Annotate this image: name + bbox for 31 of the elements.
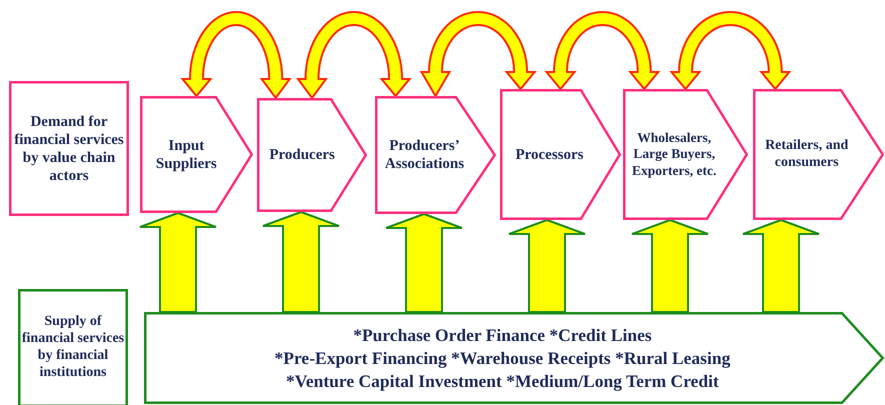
node-label: Producers xyxy=(269,146,335,164)
chevron-box xyxy=(375,96,496,214)
text-box xyxy=(18,289,128,405)
curved-arrow xyxy=(420,11,536,97)
block-arrow xyxy=(139,212,217,313)
node-label: *Venture Capital Investment *Medium/Long Term Credit xyxy=(286,370,719,392)
block-arrow xyxy=(742,218,820,313)
block-arrow xyxy=(385,212,463,313)
chevron-box xyxy=(753,89,884,220)
curved-arrow xyxy=(297,11,411,99)
curved-arrow xyxy=(670,11,790,90)
node-label: Input Suppliers xyxy=(154,136,218,172)
node-label: *Pre-Export Financing *Warehouse Receipts *Rural Leasing xyxy=(274,348,730,368)
block-arrow xyxy=(262,210,340,313)
node-label: Wholesalers, Large Buyers, Exporters, etc. xyxy=(631,130,718,179)
chevron-box xyxy=(257,98,367,212)
curved-arrow xyxy=(182,11,291,99)
block-arrow xyxy=(508,218,586,313)
node-label: Demand for financial services by value chain actors xyxy=(13,112,125,184)
text-box xyxy=(9,81,129,216)
curved-arrow xyxy=(546,11,660,90)
block-arrow xyxy=(631,218,709,313)
chevron-box xyxy=(623,89,748,220)
node-label: Processors xyxy=(515,146,584,164)
chevron-box xyxy=(140,96,253,213)
node-label: Producers’ Associations xyxy=(384,137,466,173)
node-label: *Purchase Order Finance *Credit Lines xyxy=(353,324,652,346)
chevron-box xyxy=(144,312,884,404)
node-label: Retailers, and consumers xyxy=(764,138,850,172)
chevron-box xyxy=(500,89,621,220)
node-label: Supply of financial services by financial institutions xyxy=(20,314,126,382)
